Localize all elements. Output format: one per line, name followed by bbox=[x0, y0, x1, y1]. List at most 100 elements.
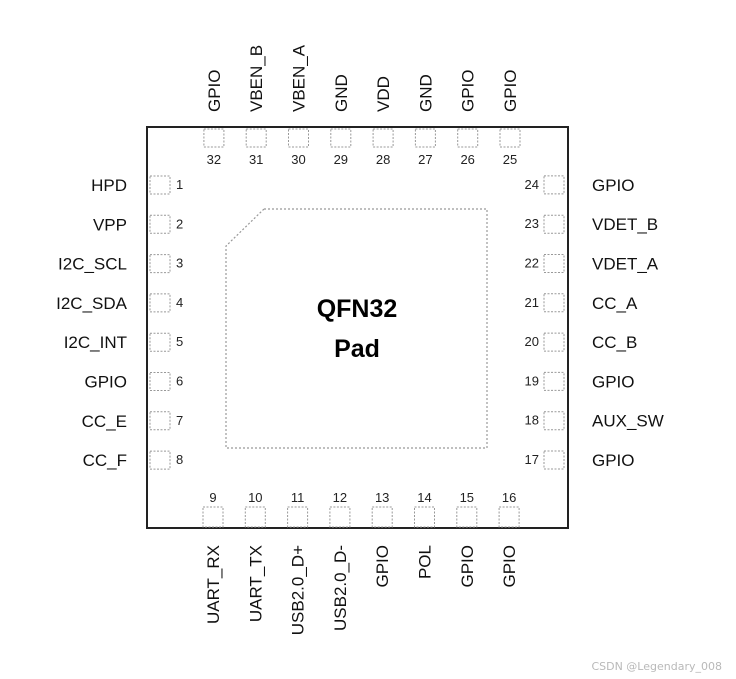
pin-name: GPIO bbox=[592, 451, 635, 470]
pin-name: VDET_B bbox=[592, 215, 658, 234]
pin-name: GPIO bbox=[592, 176, 635, 195]
pin-name: GPIO bbox=[84, 373, 127, 392]
pin-number: 32 bbox=[207, 152, 221, 167]
pin-pad bbox=[499, 128, 521, 148]
pin-name: POL bbox=[416, 545, 435, 579]
pin-pad bbox=[543, 293, 565, 313]
pin-name: VDET_A bbox=[592, 255, 659, 274]
pin-pad bbox=[287, 506, 309, 528]
pin-number: 15 bbox=[460, 490, 474, 505]
pin-pad bbox=[202, 506, 224, 528]
pin-number: 22 bbox=[525, 256, 539, 271]
pin-name: GPIO bbox=[373, 545, 392, 588]
package-body bbox=[146, 126, 569, 529]
pin-number: 23 bbox=[525, 216, 539, 231]
pin-name: VDD bbox=[374, 76, 393, 112]
pin-number: 28 bbox=[376, 152, 390, 167]
pin-number: 21 bbox=[525, 295, 539, 310]
pin-number: 12 bbox=[333, 490, 347, 505]
pin-name: GPIO bbox=[458, 545, 477, 588]
pin-number: 4 bbox=[176, 295, 183, 310]
pin-name: GPIO bbox=[205, 69, 224, 112]
pins: 1HPD2VPP3I2C_SCL4I2C_SDA5I2C_INT6GPIO7CC… bbox=[56, 44, 664, 635]
pin-name: I2C_SDA bbox=[56, 294, 128, 313]
pin-pad bbox=[543, 254, 565, 273]
pin-name: VPP bbox=[93, 215, 127, 234]
pin-name: CC_E bbox=[82, 412, 127, 431]
pin-pad bbox=[543, 332, 565, 352]
pin-number: 7 bbox=[176, 413, 183, 428]
exposed-thermal-pad bbox=[225, 208, 488, 449]
pin-name: CC_A bbox=[592, 294, 638, 313]
pin-number: 20 bbox=[525, 334, 539, 349]
pin-name: USB2.0_D- bbox=[331, 545, 350, 631]
pin-pad bbox=[498, 506, 520, 528]
pin-pad bbox=[371, 506, 393, 528]
pin-name: UART_TX bbox=[246, 545, 265, 622]
pin-pad bbox=[245, 128, 267, 148]
pin-pad bbox=[414, 506, 435, 528]
pin-name: HPD bbox=[91, 176, 127, 195]
pin-name: VBEN_A bbox=[290, 44, 309, 112]
pin-pad bbox=[329, 506, 351, 528]
pin-name: GPIO bbox=[459, 69, 478, 112]
pin-number: 9 bbox=[209, 490, 216, 505]
pin-pad bbox=[457, 128, 479, 148]
pin-pad bbox=[149, 175, 171, 195]
pin-number: 31 bbox=[249, 152, 263, 167]
pin-name: GND bbox=[416, 74, 435, 112]
pin-pad bbox=[149, 214, 171, 234]
pin-name: UART_RX bbox=[204, 545, 223, 624]
pin-number: 6 bbox=[176, 374, 183, 389]
pin-pad bbox=[543, 450, 565, 470]
pin-pad bbox=[149, 411, 171, 431]
pin-number: 1 bbox=[176, 177, 183, 192]
pin-pad bbox=[149, 450, 171, 470]
pad-label-line-2: Pad bbox=[334, 335, 380, 363]
pin-name: USB2.0_D+ bbox=[289, 545, 308, 635]
pin-number: 24 bbox=[525, 177, 539, 192]
pin-pad bbox=[414, 128, 436, 148]
pin-number: 19 bbox=[525, 373, 539, 388]
pin-name: GPIO bbox=[501, 69, 520, 112]
pin-pad bbox=[330, 128, 352, 148]
pin-pad bbox=[456, 506, 478, 528]
pin-number: 14 bbox=[417, 490, 431, 505]
pin-pad bbox=[543, 175, 565, 195]
pin-name: GND bbox=[332, 74, 351, 112]
pin-name: CC_F bbox=[83, 451, 127, 470]
pin-number: 27 bbox=[418, 152, 432, 167]
pin-pad bbox=[149, 254, 171, 274]
pin-number: 10 bbox=[248, 490, 262, 505]
pin-number: 13 bbox=[375, 490, 389, 505]
pin-name: VBEN_B bbox=[247, 45, 266, 112]
pin-name: AUX_SW bbox=[592, 412, 664, 431]
pin-name: GPIO bbox=[500, 545, 519, 588]
pin-pad bbox=[372, 128, 394, 148]
pin-pad bbox=[288, 128, 309, 148]
pin-name: I2C_INT bbox=[64, 333, 127, 352]
pin-pad bbox=[149, 293, 171, 313]
pin-number: 30 bbox=[291, 152, 305, 167]
pin-number: 2 bbox=[176, 216, 183, 231]
pin-pad bbox=[149, 372, 171, 391]
pin-name: GPIO bbox=[592, 372, 635, 391]
pin-number: 25 bbox=[503, 152, 517, 167]
pin-number: 8 bbox=[176, 452, 183, 467]
pin-number: 18 bbox=[525, 413, 539, 428]
pin-name: I2C_SCL bbox=[58, 255, 127, 274]
watermark: CSDN @Legendary_008 bbox=[591, 660, 722, 673]
pin-number: 5 bbox=[176, 334, 183, 349]
pad-label-line-1: QFN32 bbox=[317, 295, 398, 323]
pin-number: 16 bbox=[502, 490, 516, 505]
pin-name: CC_B bbox=[592, 333, 637, 352]
pin-number: 11 bbox=[291, 490, 305, 505]
pin-pad bbox=[543, 371, 565, 391]
pin-pad bbox=[244, 506, 266, 528]
pin-number: 26 bbox=[460, 152, 474, 167]
pin-pad bbox=[203, 128, 225, 148]
pin-number: 3 bbox=[176, 256, 183, 271]
pin-pad bbox=[543, 214, 565, 234]
pin-pad bbox=[149, 332, 171, 352]
